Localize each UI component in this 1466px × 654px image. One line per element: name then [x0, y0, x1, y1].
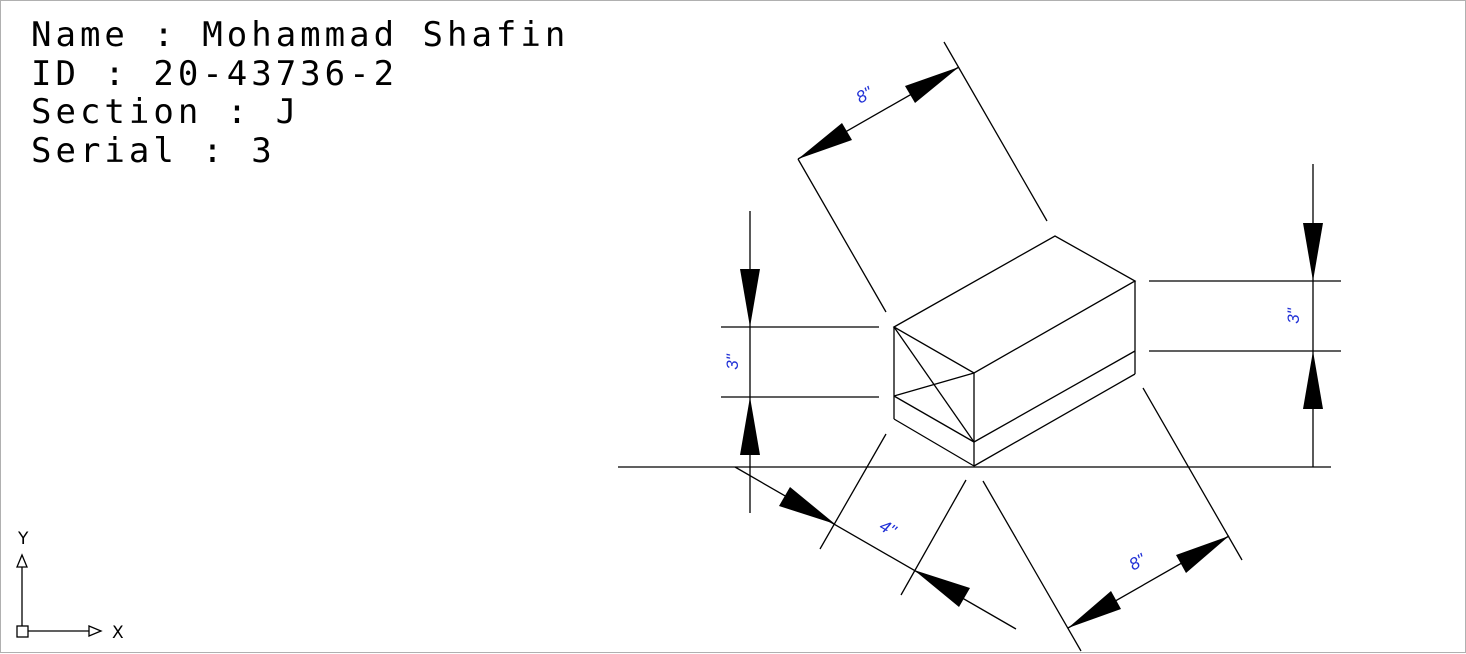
- dimension-line: [734, 466, 1017, 630]
- dimension-label: 3": [1284, 307, 1303, 323]
- arrowhead: [1303, 223, 1323, 281]
- arrowhead: [740, 269, 760, 327]
- dimension-label: 8": [1126, 550, 1150, 575]
- extension-line: [797, 158, 887, 313]
- dimension-height-left: 3": [721, 211, 879, 513]
- box-bottom-left-edge: [893, 418, 975, 467]
- dimension-length-top: 8": [797, 41, 1048, 313]
- arrowhead: [1068, 591, 1121, 628]
- name-label: Name : Mohammad Shafin: [31, 15, 569, 55]
- extension-line: [1142, 387, 1243, 561]
- title-block: Name : Mohammad Shafin ID : 20-43736-2 S…: [31, 15, 569, 171]
- ucs-x-label: X: [112, 623, 124, 643]
- ucs-x-arrow-icon: [88, 625, 103, 637]
- arrowhead: [1303, 351, 1323, 409]
- arrowhead: [1176, 536, 1229, 573]
- extension-line: [900, 479, 967, 596]
- isometric-box: [892, 235, 1137, 467]
- box-bottom-right-edge: [973, 373, 1136, 467]
- ucs-y-label: Y: [17, 529, 29, 549]
- arrowhead: [905, 67, 959, 103]
- id-label: ID : 20-43736-2: [31, 54, 398, 94]
- dimension-label: 8": [853, 83, 877, 108]
- ucs-y-arrow-icon: [16, 553, 28, 568]
- dimension-length-bottom: 8": [982, 387, 1243, 652]
- arrowhead: [914, 570, 970, 607]
- arrowhead: [740, 397, 760, 455]
- section-label: Section : J: [31, 92, 300, 132]
- extension-line: [819, 433, 887, 550]
- box-top-face: [892, 235, 1137, 374]
- ucs-icon: Y X: [16, 529, 124, 643]
- arrowhead: [779, 487, 835, 524]
- extension-line: [943, 41, 1048, 222]
- dimension-width: 4": [734, 433, 1017, 630]
- arrowhead: [798, 123, 852, 159]
- dimension-label: 3": [723, 353, 742, 369]
- dimension-height-right: 3": [1149, 164, 1341, 467]
- serial-label: Serial : 3: [31, 131, 276, 171]
- dimension-label: 4": [876, 516, 900, 541]
- box-diagonal-2: [893, 372, 975, 397]
- ucs-origin-box-icon: [16, 625, 29, 638]
- extension-line: [982, 480, 1082, 652]
- box-inner-line-right: [973, 350, 1136, 443]
- box-inner-line-left: [893, 395, 975, 443]
